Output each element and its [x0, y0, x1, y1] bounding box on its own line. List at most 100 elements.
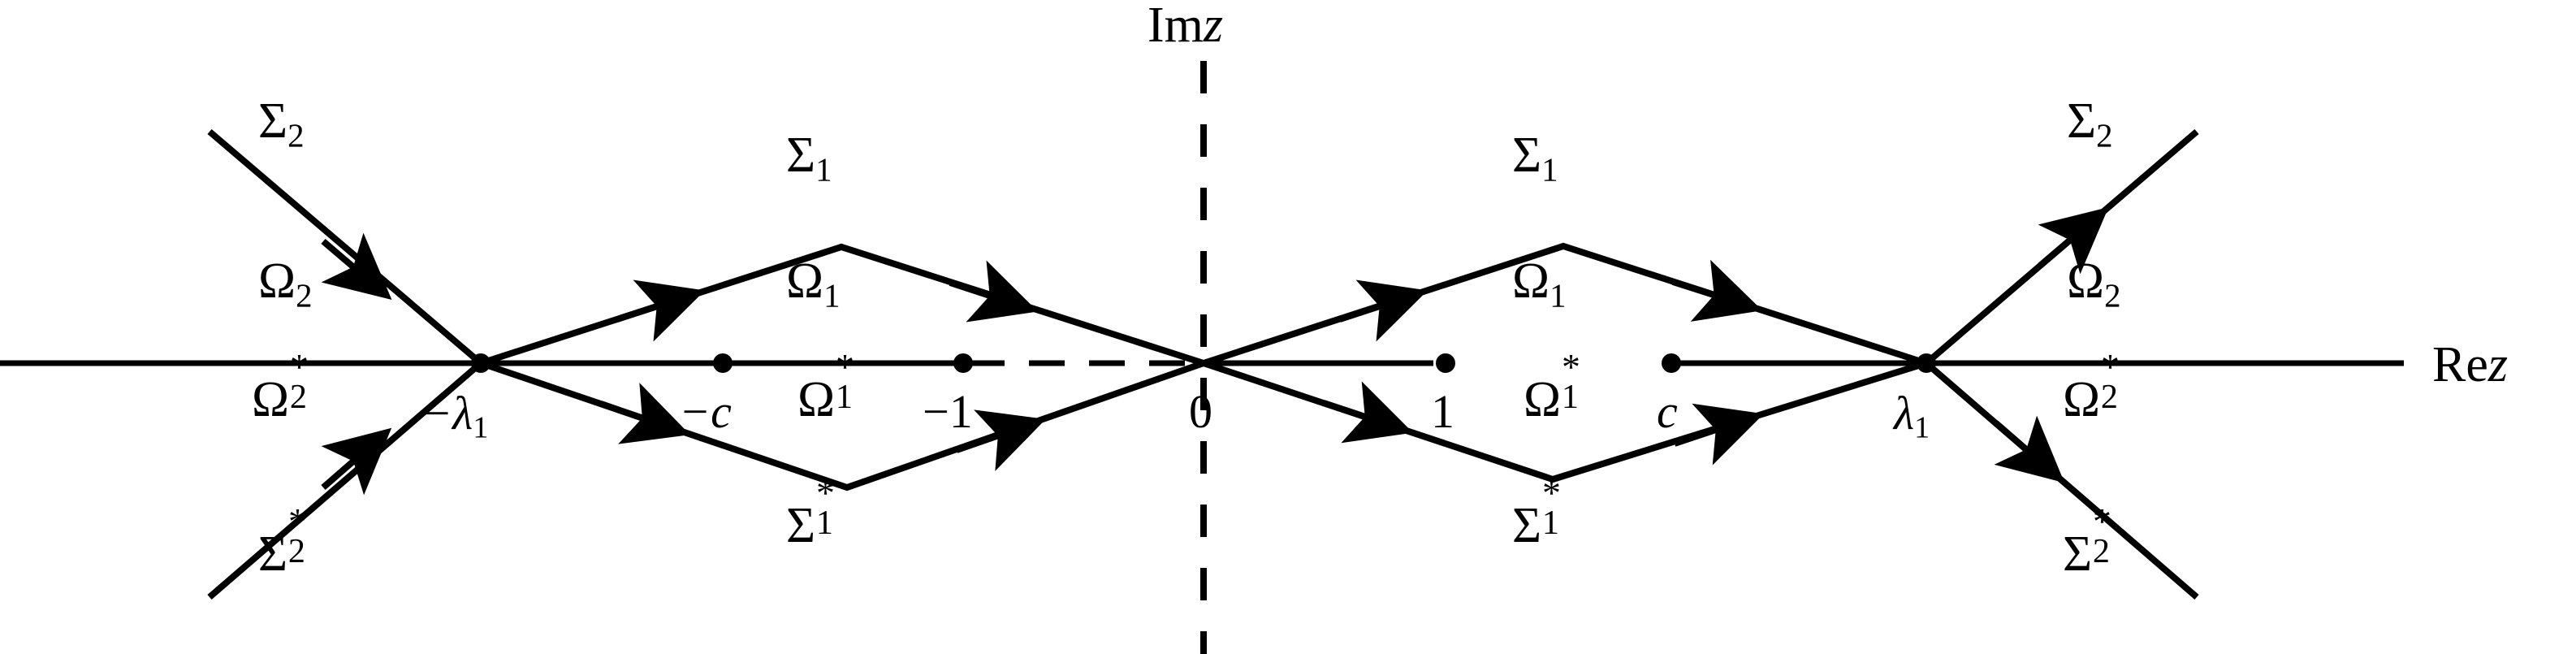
- star-glyph: *: [1542, 471, 1561, 513]
- right-lens: [1202, 242, 1928, 483]
- sigma2-upper-left-arrow: [321, 232, 392, 300]
- sigma-glyph: Σ: [1512, 498, 1542, 553]
- omega-glyph: Ω: [797, 372, 836, 427]
- sigma1-star-left-lower-arrow-a: [599, 383, 690, 444]
- sigma-glyph: Σ: [786, 128, 816, 183]
- star-sub-cluster: *2: [2100, 349, 2131, 416]
- label-omega1-right-lens: Ω1: [1512, 256, 1567, 313]
- star-glyph: *: [289, 345, 309, 388]
- subscript-2: 2: [287, 117, 305, 154]
- star-glyph: *: [288, 500, 307, 542]
- omega-glyph: Ω: [1524, 372, 1562, 427]
- subscript-1: 1: [815, 503, 833, 542]
- star-sub-cluster: *2: [289, 349, 320, 416]
- label-origin: 0: [1189, 388, 1212, 435]
- label-sigma2-upper-right: Σ2: [2067, 96, 2113, 153]
- star-glyph: *: [816, 471, 835, 513]
- label-minus-lambda1: −λ1: [421, 390, 488, 444]
- label-one: 1: [1431, 388, 1454, 435]
- sigma-glyph: Σ: [2063, 526, 2093, 582]
- omega-glyph: Ω: [252, 372, 290, 427]
- omega-glyph: Ω: [786, 253, 824, 309]
- subscript-2: 2: [2096, 117, 2113, 154]
- imaginary-axis-label-variable: z: [1203, 0, 1224, 53]
- subscript-1: 1: [1914, 410, 1930, 445]
- label-sigma1-left-lens: Σ1: [786, 130, 832, 187]
- lambda-glyph: λ: [1894, 387, 1915, 440]
- subscript-1: 1: [1549, 277, 1567, 314]
- sigma2-upper-right-arrow: [2038, 207, 2109, 275]
- sigma1-left-upper-boundary: [479, 243, 1205, 366]
- label-sigma1-star-right-lens: Σ*1: [1512, 474, 1573, 553]
- label-omega2-star-lower-right: Ω*2: [2063, 349, 2132, 427]
- star-sub-cluster: *1: [815, 474, 846, 542]
- sigma1-left-upper-arrow-a: [616, 279, 706, 342]
- outer-rays: [207, 128, 2199, 600]
- label-omega1-left-lens: Ω1: [786, 256, 841, 313]
- marker-minus-one: [953, 353, 973, 373]
- star-sub-cluster: *1: [835, 349, 866, 416]
- star-sub-cluster: *1: [1561, 349, 1592, 416]
- star-glyph: *: [835, 345, 854, 388]
- sigma1-right-upper-arrow-b: [1671, 259, 1763, 322]
- sigma-glyph: Σ: [258, 526, 288, 582]
- minus-c-glyph: −c: [679, 385, 732, 438]
- subscript-1: 1: [1541, 503, 1559, 542]
- star-glyph: *: [2093, 500, 2111, 542]
- label-omega2-upper-left: Ω2: [258, 256, 313, 313]
- label-omega1-star-left-lens: Ω*1: [797, 349, 867, 427]
- sigma1-star-left-lower-arrow-b: [955, 409, 1046, 471]
- label-omega2-upper-right: Ω2: [2067, 256, 2121, 313]
- label-minus-one: −1: [923, 388, 973, 435]
- left-lens: [479, 243, 1205, 492]
- real-axis-label: Rez: [2432, 340, 2508, 390]
- sigma2-star-lower-right-ray: [1924, 360, 2199, 600]
- marker-minus-lambda1: [471, 353, 491, 373]
- star-sub-cluster: *1: [1541, 474, 1572, 542]
- sigma2-star-lower-left-arrow: [321, 427, 392, 496]
- minus-one-glyph: −1: [923, 385, 973, 438]
- c-glyph: c: [1657, 385, 1678, 438]
- marker-c: [1662, 353, 1681, 373]
- subscript-1: 1: [815, 151, 832, 188]
- sigma1-star-right-lower-arrow-a: [1322, 381, 1413, 444]
- marker-minus-c: [713, 353, 733, 373]
- star-glyph: *: [2100, 345, 2120, 388]
- sigma1-star-right-lower-boundary: [1202, 360, 1928, 483]
- sigma-glyph: Σ: [2067, 93, 2097, 149]
- omega-glyph: Ω: [1512, 253, 1550, 309]
- subscript-1: 1: [473, 410, 489, 445]
- subscript-2: 2: [2100, 377, 2118, 416]
- subscript-2: 2: [289, 377, 307, 416]
- subscript-2: 2: [2092, 531, 2110, 570]
- subscript-1: 1: [1561, 377, 1579, 416]
- label-sigma1-right-lens: Σ1: [1512, 130, 1558, 187]
- sigma-glyph: Σ: [786, 498, 816, 553]
- sigma1-right-upper-boundary: [1202, 242, 1928, 366]
- sigma2-star-lower-right-arrow: [1994, 415, 2065, 483]
- label-sigma2-upper-left: Σ2: [258, 96, 305, 153]
- real-axis-label-text: Re: [2432, 337, 2488, 392]
- imaginary-axis-label-text: Im: [1148, 0, 1204, 53]
- point-markers: [471, 353, 1936, 373]
- subscript-1: 1: [823, 277, 841, 314]
- sigma2-upper-left-ray: [207, 128, 483, 366]
- marker-lambda1: [1917, 353, 1936, 373]
- label-omega2-star-lower-left: Ω*2: [252, 349, 321, 427]
- subscript-2: 2: [296, 277, 313, 314]
- omega-glyph: Ω: [2063, 372, 2101, 427]
- label-c: c: [1657, 388, 1678, 435]
- label-minus-c: −c: [679, 388, 732, 435]
- imaginary-axis-label: Imz: [1148, 0, 1223, 50]
- star-sub-cluster: *2: [2092, 503, 2123, 570]
- real-axis-label-variable: z: [2487, 337, 2509, 392]
- omega-glyph: Ω: [2067, 253, 2105, 309]
- label-omega1-star-right-lens: Ω*1: [1524, 349, 1593, 427]
- sigma1-right-upper-arrow-a: [1338, 279, 1428, 342]
- subscript-1: 1: [1541, 151, 1558, 188]
- marker-one: [1436, 353, 1455, 373]
- label-lambda1: λ1: [1894, 390, 1930, 444]
- sigma-glyph: Σ: [1512, 128, 1542, 183]
- subscript-2: 2: [2104, 277, 2121, 314]
